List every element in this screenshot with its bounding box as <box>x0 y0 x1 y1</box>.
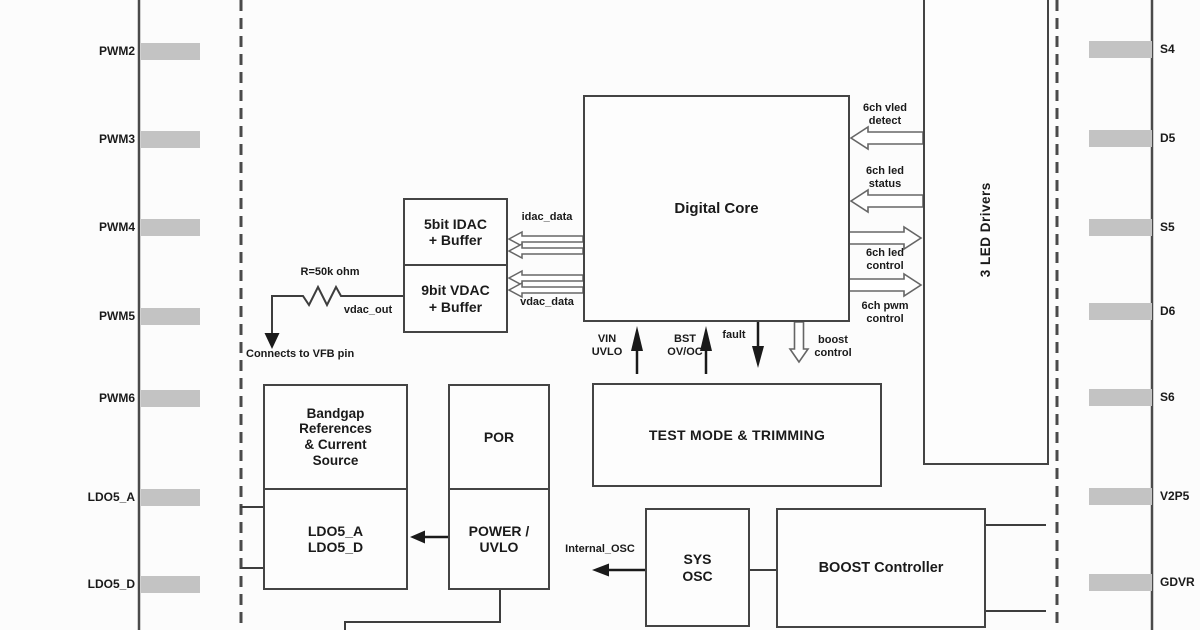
signal-led-status: 6ch led status <box>866 165 904 190</box>
signal-bst-ovoc: BST OV/OC <box>667 333 703 358</box>
pwm-control-arrow <box>848 272 923 298</box>
pin-label-pwm6: PWM6 <box>99 391 135 405</box>
pad-s4 <box>1089 41 1152 58</box>
internal-osc-arrow <box>592 563 645 577</box>
pin-label-s4: S4 <box>1160 42 1175 56</box>
signal-vdac-out: vdac_out <box>343 304 393 316</box>
pin-label-gdvr: GDVR <box>1160 575 1195 589</box>
signal-internal-osc: Internal_OSC <box>565 543 635 555</box>
signal-vfb-note: Connects to VFB pin <box>246 348 355 360</box>
pin-label-s6: S6 <box>1160 390 1175 404</box>
led-drivers-label: 3 LED Drivers <box>978 182 994 278</box>
signal-vled-detect: 6ch vled detect <box>862 102 908 127</box>
vfb-arrowhead <box>264 333 280 349</box>
pad-pwm6 <box>141 390 200 407</box>
vled-detect-arrow <box>849 125 924 151</box>
signal-resistor-value: R=50k ohm <box>300 266 360 278</box>
signal-pwm-control: 6ch pwm control <box>861 300 909 325</box>
pad-s5 <box>1089 219 1152 236</box>
pin-label-v2p5: V2P5 <box>1160 489 1190 503</box>
signal-fault: fault <box>722 329 746 341</box>
signal-vdac-data: vdac_data <box>520 296 574 308</box>
pin-label-pwm3: PWM3 <box>99 132 135 146</box>
pin-label-d5: D5 <box>1160 131 1176 145</box>
pad-s6 <box>1089 389 1152 406</box>
block-test-mode: TEST MODE & TRIMMING <box>592 383 882 487</box>
vdac-data-arrows <box>507 269 584 299</box>
pin-label-ldo5a: LDO5_A <box>87 490 135 504</box>
bst-ovoc-arrow <box>700 326 712 374</box>
block-power-uvlo: POWER / UVLO <box>448 488 550 590</box>
fault-arrow <box>752 322 764 368</box>
pin-label-d6: D6 <box>1160 304 1176 318</box>
pin-label-pwm5: PWM5 <box>99 309 135 323</box>
signal-boost-control: boost control <box>814 334 852 359</box>
pin-label-ldo5d: LDO5_D <box>87 577 135 591</box>
pad-ldo5a <box>141 489 200 506</box>
pin-label-pwm2: PWM2 <box>99 44 135 58</box>
block-boost-controller: BOOST Controller <box>776 508 986 628</box>
block-led-drivers: 3 LED Drivers <box>923 0 1049 465</box>
boost-output-stubs <box>986 524 1046 612</box>
block-bandgap: Bandgap References & Current Source <box>263 384 408 488</box>
block-digital-core: Digital Core <box>583 95 850 322</box>
power-to-ldo5-arrow <box>410 530 448 544</box>
pad-gdvr <box>1089 574 1152 591</box>
signal-vin-uvlo: VIN UVLO <box>591 333 623 358</box>
boost-control-arrow <box>788 321 810 364</box>
ldo5-pin-stubs <box>240 506 263 569</box>
power-bottom-route <box>344 590 501 630</box>
vin-uvlo-arrow <box>631 326 643 374</box>
signal-led-control: 6ch led control <box>866 247 904 272</box>
pad-pwm3 <box>141 131 200 148</box>
pad-pwm2 <box>141 43 200 60</box>
pad-pwm5 <box>141 308 200 325</box>
pad-pwm4 <box>141 219 200 236</box>
pad-ldo5d <box>141 576 200 593</box>
block-ldo5: LDO5_A LDO5_D <box>263 488 408 590</box>
idac-data-arrows <box>507 230 584 260</box>
block-9bit-vdac: 9bit VDAC + Buffer <box>403 264 508 333</box>
block-sys-osc: SYS OSC <box>645 508 750 627</box>
pin-label-pwm4: PWM4 <box>99 220 135 234</box>
led-status-arrow <box>849 188 924 214</box>
resistor-vdac-wire <box>264 284 403 349</box>
pad-d6 <box>1089 303 1152 320</box>
pad-v2p5 <box>1089 488 1152 505</box>
pad-d5 <box>1089 130 1152 147</box>
block-5bit-idac: 5bit IDAC + Buffer <box>403 198 508 264</box>
pin-label-s5: S5 <box>1160 220 1175 234</box>
signal-idac-data: idac_data <box>521 211 573 223</box>
led-control-arrow <box>848 225 923 251</box>
block-por: POR <box>448 384 550 488</box>
